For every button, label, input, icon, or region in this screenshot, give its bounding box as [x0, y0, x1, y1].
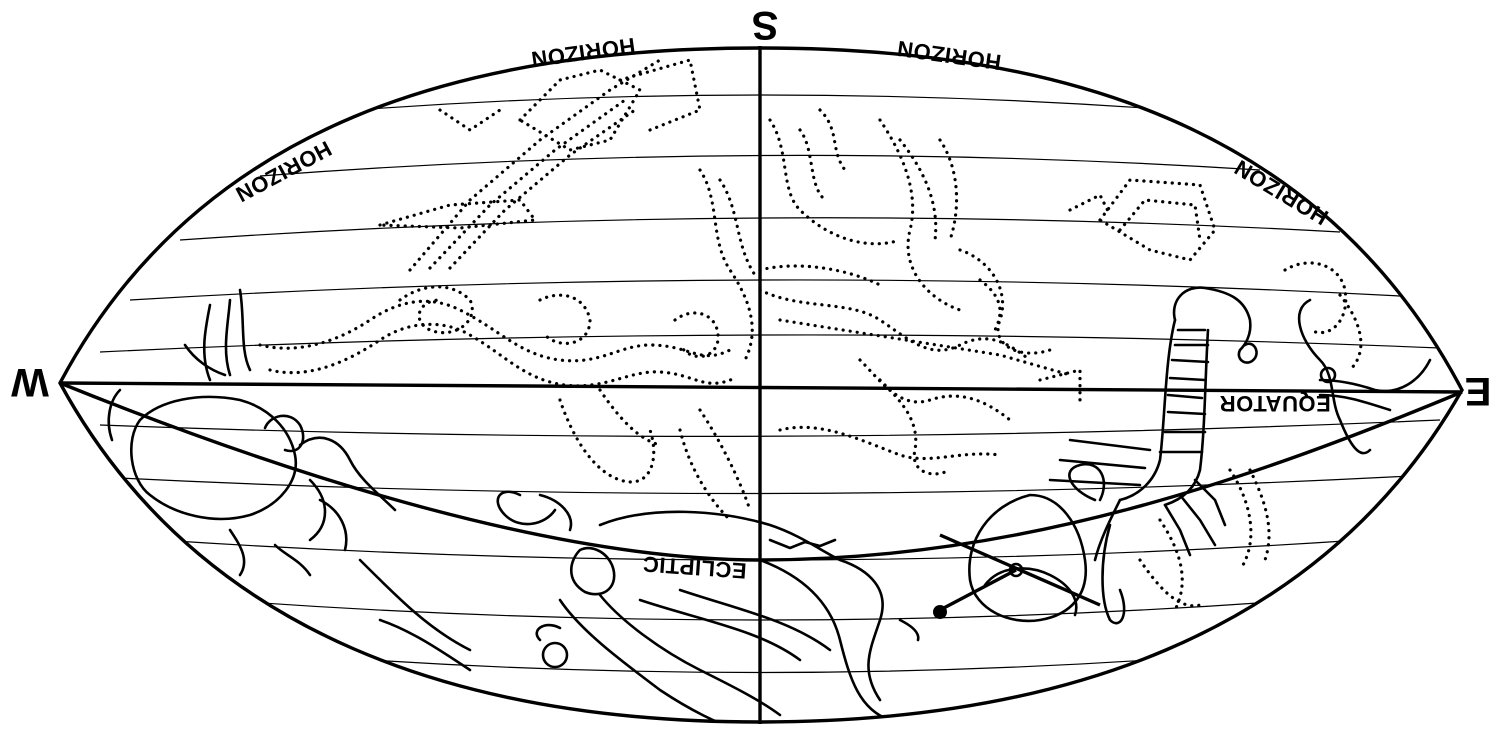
libra-figure — [933, 493, 1101, 623]
compass-south: S — [752, 3, 779, 47]
equator-line — [59, 381, 1463, 394]
ecliptic-line — [59, 381, 1463, 562]
ecliptic-label: ECLIPTIC — [642, 551, 748, 583]
compass-west: W — [11, 360, 49, 404]
compass-east: E — [1465, 369, 1492, 413]
virgo-figure — [496, 490, 920, 722]
sagittarius-bow — [1297, 298, 1432, 455]
horizon-label-right: HORIZON — [1230, 155, 1333, 230]
scorpius-figure — [1048, 286, 1258, 625]
equator-label: EQUATOR — [1219, 391, 1330, 416]
zodiac-figures — [107, 286, 1432, 722]
horizon-outline — [58, 46, 1464, 724]
horizon-label-upper-left: HORIZON — [529, 33, 636, 72]
horizon-label-upper-right: HORIZON — [895, 36, 1002, 75]
dotted-constellations — [258, 57, 1363, 612]
